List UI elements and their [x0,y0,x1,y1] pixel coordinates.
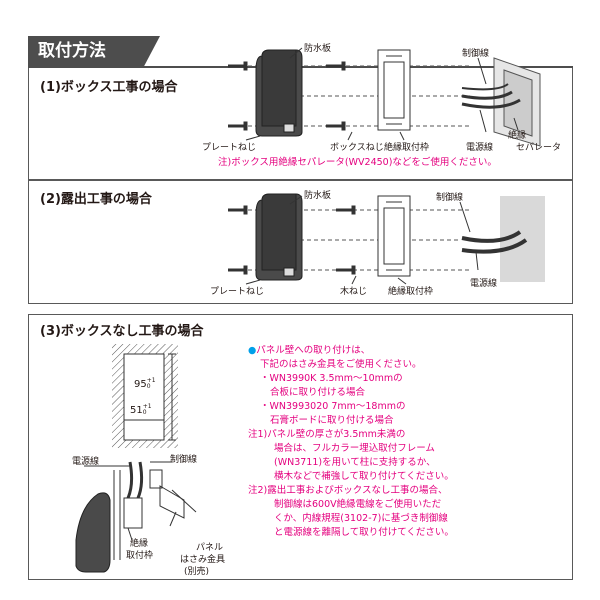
s3-width-tol-minus: 0 [142,409,147,416]
s2-waterproof-plate-label: 防水板 [304,191,332,201]
s3-note-line: (WN3711)を用いて柱に支持するか、 [274,457,436,468]
s3-note-line: 合板に取り付ける場合 [270,387,366,398]
s2-power-wire-label: 電源線 [470,279,498,289]
s3-note-line: くか、内線規程(3102-7)に基づき制御線 [274,513,448,524]
s3-frame-label-2: 取付枠 [126,551,154,561]
s3-power-wire-label: 電源線 [72,457,100,467]
s1-control-wire-label: 制御線 [462,49,490,59]
s2-plate-screw-label: プレートねじ [210,287,265,297]
section2-heading: (2)露出工事の場合 [40,192,152,207]
s1-box-screw-label: ボックスねじ [330,143,384,153]
s1-plate-screw-label: プレートねじ [202,143,257,153]
s3-note-line: 場合は、フルカラー埋込取付フレーム [274,443,435,454]
s1-insulated-frame-label: 絶縁取付枠 [384,143,430,153]
section1-heading: (1)ボックス工事の場合 [40,80,178,95]
s3-clamp-label-1: パネル [196,543,224,553]
s3-note-line: 注1)パネル壁の厚さが3.5mm未満の [248,429,406,440]
s3-width-tol-plus: +1 [142,403,152,410]
s3-control-wire-label: 制御線 [170,455,198,465]
s3-note-line: ●パネル壁への取り付けは、 [248,345,371,356]
s2-control-wire-label: 制御線 [436,193,464,203]
s3-note-line: 下記のはさみ金具をご使用ください。 [260,359,422,370]
s3-notes: ●パネル壁への取り付けは、 下記のはさみ金具をご使用ください。 ・WN3990K… [248,344,454,540]
s1-separator-label-2: セパレータ [516,143,562,153]
s3-note-text: パネル壁への取り付けは、 [256,345,371,356]
s3-note-line: 横木などで補強して取り付けてください。 [274,471,454,482]
s3-width-value: 51 [130,405,143,416]
s3-clamp-label-3: (別売) [184,567,210,577]
s3-height-tol-plus: +1 [146,377,156,384]
s1-waterproof-plate-label: 防水板 [304,44,332,54]
s3-note-line: と電源線を離隔して取り付けてください。 [274,527,454,538]
s3-height-value: 95 [134,379,147,390]
s1-note: 注)ボックス用絶縁セパレータ(WV2450)などをご使用ください。 [218,157,497,168]
s3-height-tol-minus: 0 [146,383,151,390]
page-title: 取付方法 [28,36,160,66]
s1-separator-label-1: 絶縁 [508,131,527,141]
s3-note-line: ・WN3990K 3.5mm～10mmの [260,373,403,384]
s3-note-line: 注2)露出工事およびボックスなし工事の場合、 [248,485,448,496]
section3-heading: (3)ボックスなし工事の場合 [40,324,204,339]
s3-note-line: 制御線は600V絶縁電線をご使用いただ [274,499,442,510]
s3-frame-label-1: 絶縁 [130,539,149,549]
s2-insulated-frame-label: 絶縁取付枠 [388,287,434,297]
s3-note-line: ・WN3993020 7mm～18mmの [260,401,406,412]
s2-wood-screw-label: 木ねじ [340,287,368,297]
s1-power-wire-label: 電源線 [466,143,494,153]
s3-clamp-label-2: はさみ金具 [180,555,226,565]
s3-note-line: 石膏ボードに取り付ける場合 [270,415,394,426]
